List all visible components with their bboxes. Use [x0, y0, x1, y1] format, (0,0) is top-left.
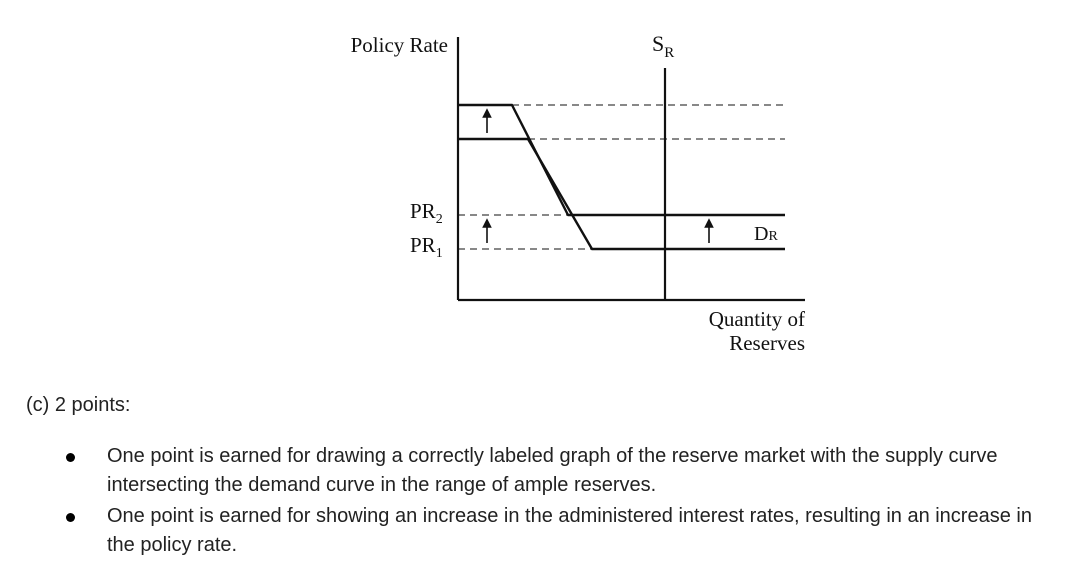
pr1-label: PR1: [410, 233, 443, 261]
bullet-text: One point is earned for showing an incre…: [107, 505, 1032, 556]
list-item: One point is earned for drawing a correc…: [0, 442, 1057, 500]
reserve-market-diagram: Policy Rate Quantity of Reserves SR DR P…: [351, 31, 805, 355]
demand-curve-original: [458, 137, 785, 251]
x-axis-label-line1: Quantity of: [709, 307, 805, 331]
x-axis-label-line2: Reserves: [729, 331, 805, 355]
demand-label: DR: [754, 223, 778, 245]
y-axis-label: Policy Rate: [351, 33, 448, 57]
scoring-bullets: One point is earned for drawing a correc…: [0, 442, 1057, 562]
bullet-icon: [66, 453, 75, 462]
part-label: (c) 2 points:: [26, 394, 131, 416]
bullet-text: One point is earned for drawing a correc…: [107, 445, 998, 496]
pr2-label: PR2: [410, 199, 443, 227]
bullet-icon: [66, 513, 75, 522]
list-item: One point is earned for showing an incre…: [0, 502, 1057, 560]
demand-curve-new: [458, 103, 785, 217]
supply-label: SR: [652, 31, 674, 61]
